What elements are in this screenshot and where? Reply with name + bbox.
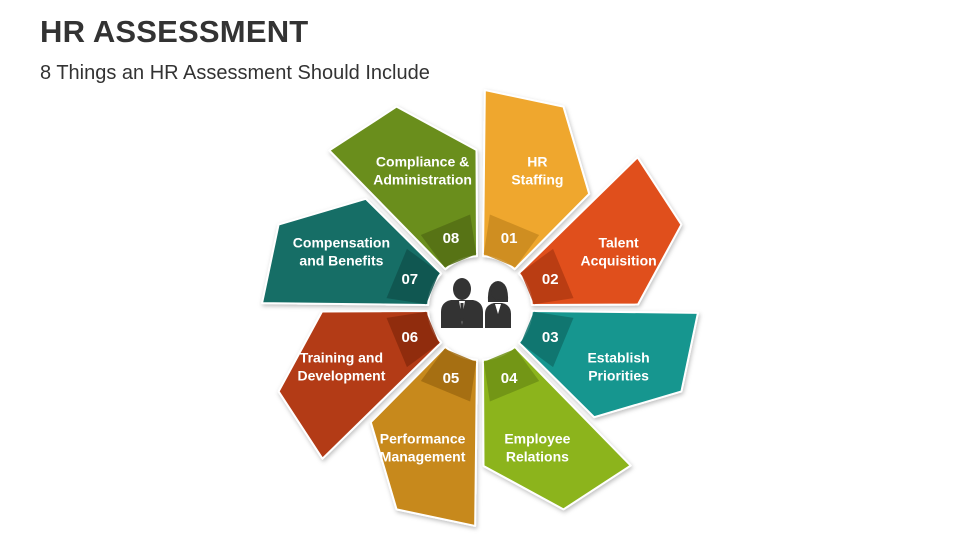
segment-number: 02 [542, 271, 559, 288]
segment-badge [520, 248, 574, 305]
segment-badge [483, 214, 540, 268]
segment-08: 08 Compliance &Administration [328, 105, 479, 271]
segment-number: 01 [501, 230, 518, 247]
segment-number: 06 [401, 329, 418, 346]
segment-badge [420, 348, 477, 402]
page-title: HR ASSESSMENT [40, 14, 309, 49]
segment-badge [483, 348, 540, 402]
segment-number: 03 [542, 329, 559, 346]
segment-label: Compliance &Administration [373, 153, 472, 187]
segment-badge [420, 214, 477, 268]
segment-number: 08 [443, 230, 460, 247]
segment-badge [386, 311, 440, 368]
segment-number: 07 [401, 271, 418, 288]
segment-badge [386, 248, 440, 305]
segment-badge [520, 311, 574, 368]
business-people-icon [441, 278, 511, 328]
segment-number: 05 [443, 370, 460, 387]
segment-number: 04 [501, 370, 518, 387]
page-subtitle: 8 Things an HR Assessment Should Include [40, 62, 430, 84]
